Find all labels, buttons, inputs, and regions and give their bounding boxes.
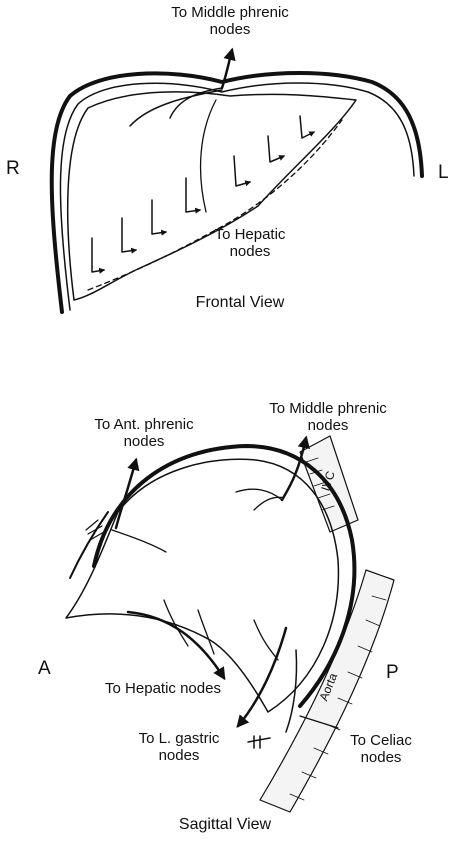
frontal-vessel-1 [92,238,104,272]
frontal-lobe-line [201,100,216,212]
celiac-vessel [286,650,297,732]
frontal-hepatic-line1: To Hepatic [200,226,300,243]
ant-phrenic-arrow [116,460,136,528]
posterior-label: P [386,664,399,681]
right-side-label: R [6,160,20,177]
ant-phrenic-label: To Ant. phrenic nodes [74,416,214,450]
frontal-diaphragm [52,73,422,312]
frontal-vessel-3 [152,200,166,234]
ant-phrenic-line1: To Ant. phrenic [74,416,214,433]
frontal-vessel-7 [300,116,314,138]
l-gastric-branch [254,620,278,660]
hepatic-arrow [128,612,224,678]
frontal-vessel-2 [122,218,136,252]
frontal-middle-phrenic-line1: To Middle phrenic [150,4,310,21]
frontal-hepatic-label: To Hepatic nodes [200,226,300,260]
l-gastric-label: To L. gastric nodes [124,730,234,764]
frontal-middle-phrenic-line2: nodes [150,21,310,38]
sagittal-view-caption: Sagittal View [160,816,290,833]
celiac-label: To Celiac nodes [336,732,426,766]
ant-phrenic-branch [112,530,166,552]
celiac-line2: nodes [336,749,426,766]
sagittal-middle-phrenic-line1: To Middle phrenic [248,400,408,417]
l-gastric-line2: nodes [124,747,234,764]
middle-phrenic-branch-2 [254,497,284,510]
sagittal-middle-phrenic-line2: nodes [248,417,408,434]
frontal-vessel-4 [186,178,200,212]
middle-phrenic-branch-1 [236,489,282,500]
sagittal-hepatic-label: To Hepatic nodes [88,680,238,697]
frontal-view-caption: Frontal View [180,294,300,311]
sagittal-anterior-wall [70,512,108,578]
frontal-middle-phrenic-label: To Middle phrenic nodes [150,4,310,38]
frontal-diaphragm-inner [60,83,414,310]
frontal-vessel-5 [234,156,250,186]
frontal-view-diagram [52,50,422,312]
l-gastric-line1: To L. gastric [124,730,234,747]
celiac-trunk [248,736,270,748]
frontal-vessel-6 [268,136,284,162]
frontal-hepatic-line2: nodes [200,243,300,260]
frontal-liver-outline [68,92,356,300]
sagittal-liver-outline [66,459,338,712]
celiac-line1: To Celiac [336,732,426,749]
anterior-label: A [38,660,51,677]
ant-phrenic-line2: nodes [74,433,214,450]
left-side-label: L [438,164,449,181]
frontal-hepatic-line [88,120,342,290]
sagittal-middle-phrenic-label: To Middle phrenic nodes [248,400,408,434]
